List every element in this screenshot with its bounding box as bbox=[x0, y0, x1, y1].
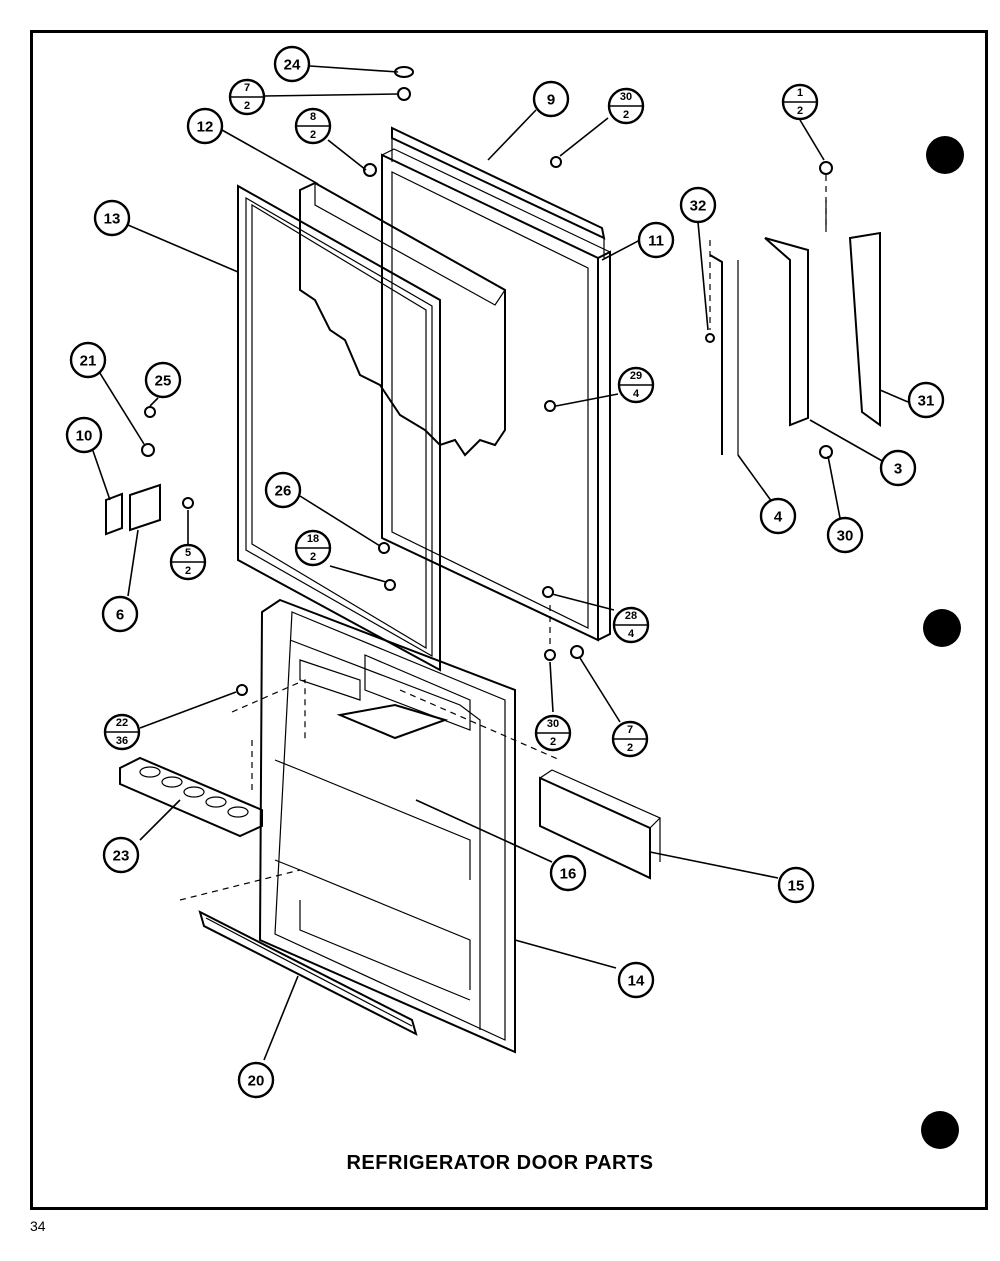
callout-30-bottom-number: 30 bbox=[547, 718, 559, 730]
callout-26: 26 bbox=[264, 471, 302, 509]
binder-hole-middle bbox=[923, 609, 961, 647]
callout-1-quantity: 2 bbox=[797, 105, 803, 117]
callout-22-number: 22 bbox=[116, 717, 128, 729]
callout-20: 20 bbox=[237, 1061, 275, 1099]
callout-30-quantity: 2 bbox=[623, 109, 629, 121]
callout-25: 25 bbox=[144, 361, 182, 399]
callout-3: 3 bbox=[879, 449, 917, 487]
callout-22-quantity: 36 bbox=[116, 735, 128, 747]
callout-31-number: 31 bbox=[918, 393, 935, 410]
callout-29-qty-4: 29 4 bbox=[617, 366, 655, 404]
bottom-trim-strip bbox=[198, 910, 418, 1036]
binder-hole-bottom bbox=[921, 1111, 959, 1149]
callout-11: 11 bbox=[637, 221, 675, 259]
callout-5-qty-2: 52 bbox=[169, 543, 207, 581]
callout-6-number: 6 bbox=[116, 607, 124, 624]
callout-26-number: 26 bbox=[275, 483, 292, 500]
callout-14-number: 14 bbox=[628, 973, 645, 990]
callout-29-number: 29 bbox=[630, 370, 642, 382]
callout-30-bottom-quantity: 2 bbox=[550, 736, 556, 748]
callout-32: 32 bbox=[679, 186, 717, 224]
callout-10-number: 10 bbox=[76, 428, 93, 445]
door-outer-panel bbox=[381, 148, 611, 642]
callout-4-number: 4 bbox=[774, 509, 783, 526]
callout-11-number: 11 bbox=[648, 233, 664, 250]
callout-4: 4 bbox=[759, 497, 797, 535]
callout-1-qty-2: 12 bbox=[781, 83, 819, 121]
callout-23-number: 23 bbox=[113, 848, 130, 865]
callout-18-number: 18 bbox=[307, 533, 319, 545]
egg-tray bbox=[119, 756, 263, 838]
callout-8-quantity: 2 bbox=[310, 129, 316, 141]
callout-7-bottom-quantity: 2 bbox=[627, 742, 633, 754]
callout-30-qty-2-top: 30 2 bbox=[607, 87, 645, 125]
callout-30-right-number: 30 bbox=[837, 528, 854, 545]
callout-12: 12 bbox=[186, 107, 224, 145]
callout-12-number: 12 bbox=[197, 119, 214, 136]
door-handle-parts bbox=[709, 161, 881, 455]
callout-13: 13 bbox=[93, 199, 131, 237]
callout-32-number: 32 bbox=[690, 198, 707, 215]
callout-1-number: 1 bbox=[797, 87, 803, 99]
callout-22-qty-36: 22 36 bbox=[103, 713, 141, 751]
callout-5-quantity: 2 bbox=[185, 565, 191, 577]
callout-20-number: 20 bbox=[248, 1073, 265, 1090]
lower-hinge-assembly bbox=[105, 406, 194, 536]
small-hardware bbox=[236, 66, 833, 696]
callout-7-qty-2-top: 72 bbox=[228, 78, 266, 116]
callout-7-bottom-number: 7 bbox=[627, 724, 633, 736]
callout-23: 23 bbox=[102, 836, 140, 874]
leader-lines bbox=[91, 65, 909, 1061]
callout-30-number: 30 bbox=[620, 91, 632, 103]
callout-24: 24 bbox=[273, 45, 311, 83]
callout-13-number: 13 bbox=[104, 211, 121, 228]
callout-18-qty-2: 18 2 bbox=[294, 529, 332, 567]
door-gasket bbox=[237, 184, 441, 672]
callout-15: 15 bbox=[777, 866, 815, 904]
callout-29-quantity: 4 bbox=[633, 388, 640, 400]
diagram-title: REFRIGERATOR DOOR PARTS bbox=[346, 1152, 654, 1174]
callout-7-number: 7 bbox=[244, 82, 250, 94]
binder-hole-top bbox=[926, 136, 964, 174]
callout-15-number: 15 bbox=[788, 878, 805, 895]
page-number: 34 bbox=[30, 1218, 46, 1234]
callout-28-qty-4: 28 4 bbox=[612, 606, 650, 644]
callout-16: 16 bbox=[549, 854, 587, 892]
assembly-guides bbox=[179, 175, 827, 901]
callout-24-number: 24 bbox=[284, 57, 301, 74]
callout-28-quantity: 4 bbox=[628, 628, 635, 640]
callout-3-number: 3 bbox=[894, 461, 902, 478]
top-hinge-bracket bbox=[391, 126, 606, 258]
callout-18-quantity: 2 bbox=[310, 551, 316, 563]
callout-21: 21 bbox=[69, 341, 107, 379]
callout-28-number: 28 bbox=[625, 610, 637, 622]
callout-7-quantity: 2 bbox=[244, 100, 250, 112]
callout-25-number: 25 bbox=[155, 373, 172, 390]
callout-31: 31 bbox=[907, 381, 945, 419]
callout-6: 6 bbox=[101, 595, 139, 633]
insulation-block bbox=[299, 181, 506, 457]
callout-9: 9 bbox=[532, 80, 570, 118]
callout-21-number: 21 bbox=[80, 353, 97, 370]
callout-30-right: 30 bbox=[826, 516, 864, 554]
diagram-frame bbox=[30, 30, 988, 1210]
callout-8-number: 8 bbox=[310, 111, 316, 123]
callout-14: 14 bbox=[617, 961, 655, 999]
inner-door-liner bbox=[258, 598, 516, 1054]
callout-30-qty-2-bottom: 30 2 bbox=[534, 714, 572, 752]
callout-8-qty-2: 82 bbox=[294, 107, 332, 145]
callout-9-number: 9 bbox=[547, 92, 555, 109]
callout-5-number: 5 bbox=[185, 547, 191, 559]
callout-10: 10 bbox=[65, 416, 103, 454]
callout-7-qty-2-bottom: 72 bbox=[611, 720, 649, 758]
callout-16-number: 16 bbox=[560, 866, 577, 883]
